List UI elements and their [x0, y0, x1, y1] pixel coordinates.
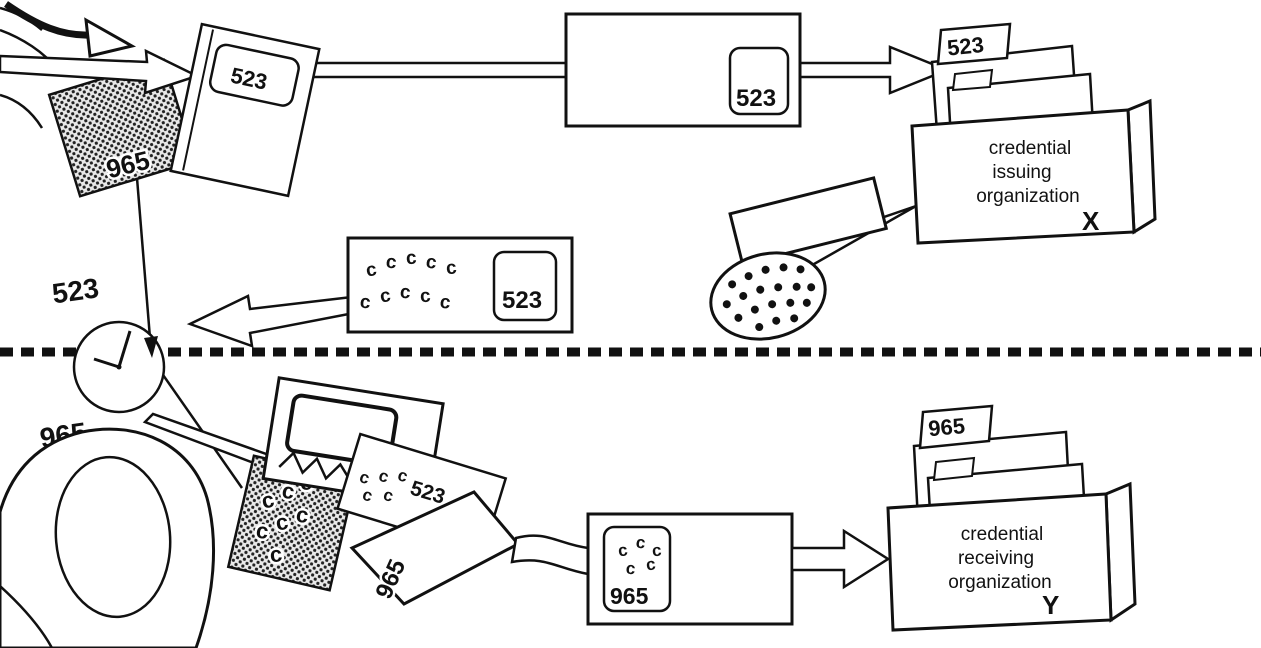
trace-line-upper — [135, 177, 152, 339]
receiver-name-line2: receiving — [958, 548, 1034, 569]
c-mark: c — [635, 533, 647, 553]
message-envelope-window — [728, 46, 790, 116]
credential-number: 523 — [502, 287, 542, 314]
message-envelope-965: c c c c c 965 — [586, 512, 794, 626]
stamp-handle — [728, 176, 889, 267]
issuing-organization-box: 523 credential issuing organization X — [910, 22, 1157, 245]
receiver-letter: Y — [1042, 590, 1059, 620]
message-number: 523 — [736, 85, 776, 112]
curved-arrow-shaft — [4, 1, 91, 39]
issuer-name-line2: issuing — [992, 162, 1051, 183]
issuer-name-line3: organization — [976, 186, 1080, 207]
c-mark: c — [439, 292, 452, 314]
c-mark: c — [385, 252, 398, 274]
clock-minute-hand — [117, 330, 132, 368]
blinded-envelope-965: 965 — [47, 58, 197, 198]
message-envelope-window — [602, 525, 672, 613]
c-mark: c — [379, 285, 393, 307]
stamp-spray-dots — [722, 263, 816, 332]
c-mark: c — [445, 257, 458, 279]
trace-line-lower — [152, 361, 244, 489]
c-mark: c — [617, 540, 629, 560]
folder-tab-523 — [936, 22, 1012, 66]
folder-tab-number: 965 — [927, 413, 966, 441]
folder-tab-number: 523 — [946, 32, 985, 61]
receiver-name-line3: organization — [948, 572, 1052, 593]
issuer-name-line1: credential — [989, 138, 1071, 159]
message-credential-marks: c c c c c — [617, 533, 663, 579]
stamp-head — [709, 251, 827, 341]
c-mark: c — [651, 541, 662, 561]
connector-band — [510, 534, 590, 576]
torn-zigzag-edge — [278, 450, 352, 481]
signature-stamp-icon — [709, 176, 917, 341]
box-front-face — [910, 108, 1136, 245]
credential-marks: c c c c c c c c c c — [359, 248, 458, 314]
receiver-name-line1: credential — [961, 524, 1043, 545]
message-number: 965 — [610, 583, 649, 609]
curved-arrow-head — [84, 17, 137, 58]
folder-front-tab — [932, 456, 976, 482]
clock-hour-hand — [93, 357, 120, 369]
hand-to-card-arrow — [0, 48, 201, 95]
message-envelope-523: 523 — [564, 12, 802, 128]
thumbnail — [54, 455, 172, 619]
c-mark: c — [359, 292, 372, 314]
signed-card-523: 523 — [169, 22, 321, 198]
signed-card-window — [208, 43, 300, 107]
folder-tab-965 — [918, 404, 994, 450]
c-mark: c — [399, 282, 412, 304]
envelope-timeline-trace — [135, 177, 244, 489]
issuer-letter: X — [1082, 206, 1100, 236]
c-mark: c — [405, 248, 417, 270]
c-mark: c — [419, 285, 432, 307]
curved-arrow-icon — [4, 1, 137, 58]
c-mark: c — [625, 559, 636, 579]
c-mark: c — [365, 259, 379, 281]
c-mark: c — [425, 252, 439, 274]
clock-center-dot — [116, 364, 122, 370]
box-front-face — [886, 492, 1113, 632]
hand-stroke-2 — [0, 93, 44, 129]
c-mark: c — [269, 541, 284, 567]
receiving-organization-box: 965 credential receiving organization Y — [886, 404, 1137, 632]
signed-card-edge-line — [182, 29, 214, 171]
clock: 523 965 — [35, 270, 166, 456]
credential-envelope-523: c c c c c c c c c c 523 — [346, 236, 574, 334]
return-to-user-arrow — [186, 294, 356, 348]
clock-label-before: 523 — [50, 272, 101, 309]
thumb-crease — [0, 585, 54, 648]
send-to-receiver-arrow — [790, 528, 891, 590]
trace-arrowhead — [144, 336, 158, 358]
thumb-icon — [0, 427, 216, 648]
folder-front-tab — [951, 68, 994, 92]
credential-envelope-window — [492, 250, 558, 322]
c-mark: c — [645, 554, 657, 574]
